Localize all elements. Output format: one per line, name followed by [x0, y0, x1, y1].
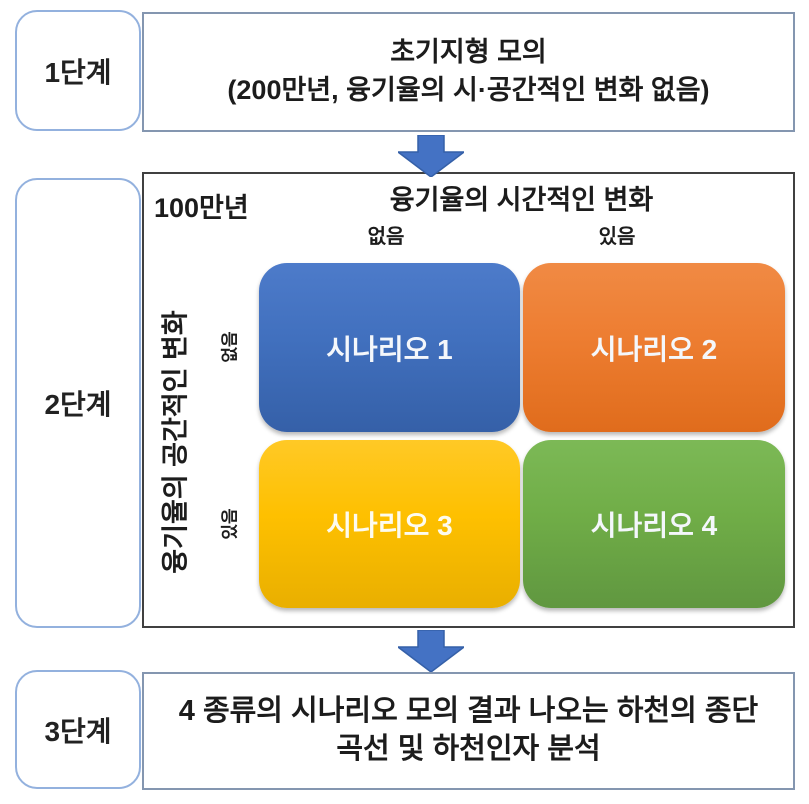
stage-1-box-line2: (200만년, 융기율의 시·공간적인 변화 없음): [227, 75, 710, 105]
down-arrow-shape: [398, 630, 464, 672]
scenario-matrix: 100만년 융기율의 시간적인 변화 없음 있음 융기율의 공간적인 변화 없음…: [142, 172, 795, 628]
stage-2-label: 2단계: [44, 389, 112, 420]
stage-2-pill: 2단계: [15, 178, 141, 628]
row-label-none: 없음: [220, 331, 240, 363]
scenario-4-label: 시나리오 4: [590, 510, 718, 541]
down-arrow-shape: [398, 135, 464, 177]
scenario-1-label: 시나리오 1: [326, 333, 453, 365]
column-axis-title: 융기율의 시간적인 변화: [389, 185, 654, 215]
stage-1-box: 초기지형 모의 (200만년, 융기율의 시·공간적인 변화 없음): [142, 12, 795, 132]
row-axis-title: 융기율의 공간적인 변화: [160, 310, 191, 574]
stage-3-box: 4 종류의 시나리오 모의 결과 나오는 하천의 종단 곡선 및 하천인자 분석: [142, 672, 795, 790]
column-label-yes: 있음: [598, 226, 636, 248]
scenario-2-label: 시나리오 2: [590, 333, 718, 365]
down-arrow-icon: [398, 630, 464, 672]
down-arrow-icon: [398, 135, 464, 177]
scenario-2-cell: 시나리오 2: [523, 263, 785, 432]
stage-3-label: 3단계: [44, 715, 112, 747]
row-label-yes: 있음: [220, 508, 240, 540]
scenario-3-cell: 시나리오 3: [259, 440, 520, 608]
stage-1-label: 1단계: [44, 56, 112, 88]
column-label-none: 없음: [367, 226, 405, 248]
stage-1-box-line1: 초기지형 모의: [390, 37, 547, 68]
scenario-1-cell: 시나리오 1: [259, 263, 520, 432]
duration-note: 100만년: [154, 193, 249, 223]
scenario-3-label: 시나리오 3: [326, 510, 453, 541]
stage-3-box-line2: 곡선 및 하천인자 분석: [336, 733, 601, 765]
stage-1-pill: 1단계: [15, 10, 141, 131]
scenario-4-cell: 시나리오 4: [523, 440, 785, 608]
stage-3-box-line1: 4 종류의 시나리오 모의 결과 나오는 하천의 종단: [178, 695, 759, 728]
stage-3-pill: 3단계: [15, 670, 141, 789]
